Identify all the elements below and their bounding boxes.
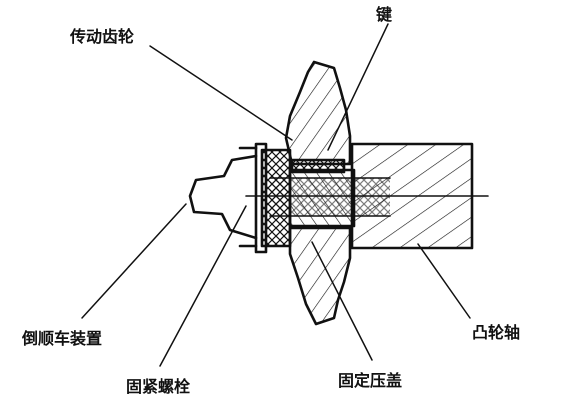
drive-gear-leader — [149, 45, 293, 141]
label-fastening-bolt: 固紧螺栓 — [126, 377, 191, 396]
fixed-cover-leader — [311, 241, 373, 361]
label-key: 键 — [375, 5, 392, 24]
drive-gear-upper — [284, 60, 352, 166]
label-reverse-device: 倒顺车装置 — [21, 329, 102, 348]
drive-gear-lower — [288, 226, 352, 326]
reverse-device-leader — [81, 203, 187, 319]
label-drive-gear: 传动齿轮 — [69, 27, 134, 46]
key-shape — [290, 158, 346, 174]
label-fixed-cover: 固定压盖 — [338, 371, 402, 390]
fastening-bolt-shape — [269, 177, 391, 217]
camshaft-leader — [417, 243, 471, 319]
reverse-device-shape — [188, 146, 258, 248]
key-leader — [327, 23, 389, 151]
label-camshaft: 凸轮轴 — [472, 323, 520, 342]
fastening-bolt-leader — [159, 205, 247, 367]
